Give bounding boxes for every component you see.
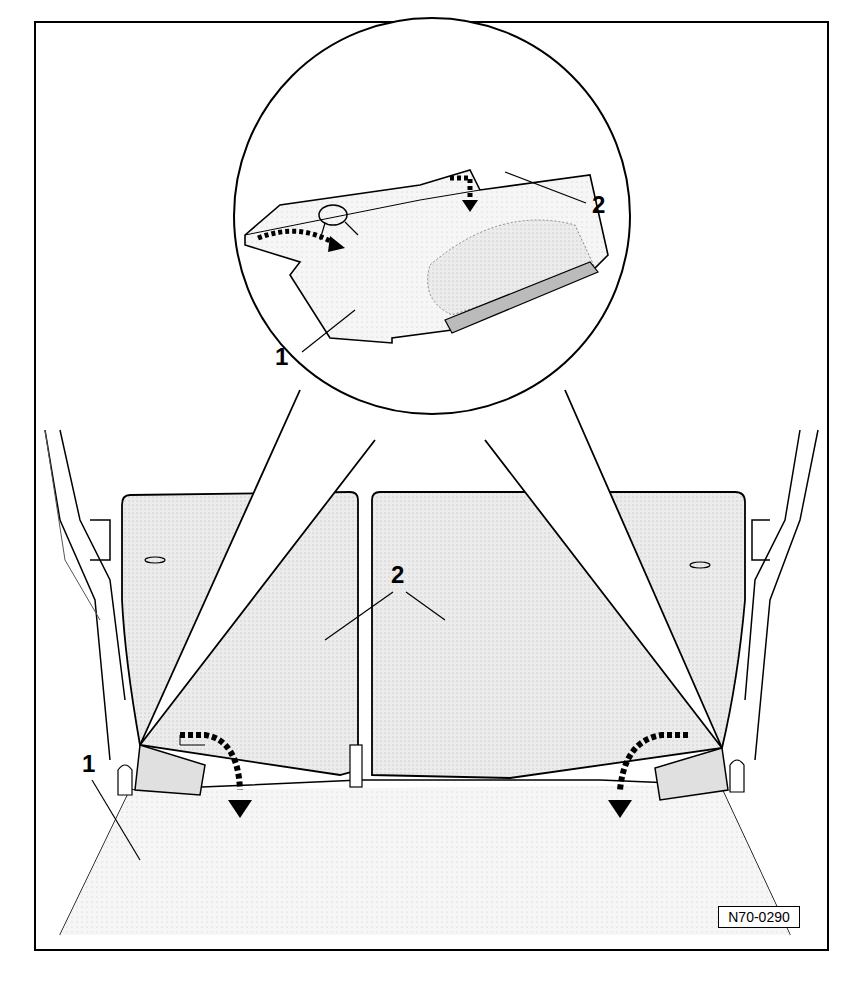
figure-number-box: N70-0290 <box>718 906 800 928</box>
callout-number: 1 <box>82 752 95 776</box>
callout-number: 1 <box>275 345 288 369</box>
figure-number: N70-0290 <box>728 909 790 925</box>
callout-number: 2 <box>592 193 605 217</box>
callout-number: 2 <box>391 563 404 587</box>
